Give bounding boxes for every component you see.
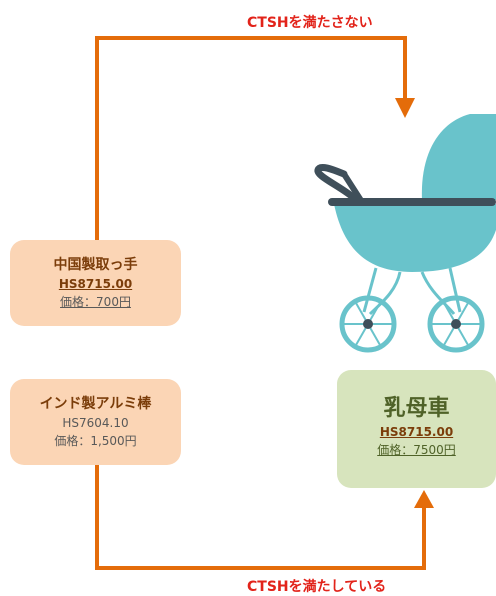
stroller-hs-code: HS8715.00 bbox=[379, 425, 454, 439]
handle-component-box: 中国製取っ手 HS8715.00 価格：700円 bbox=[10, 240, 181, 326]
baby-stroller-icon bbox=[314, 114, 496, 353]
bottom-arrow bbox=[95, 465, 426, 570]
bottom-arrowhead bbox=[414, 490, 434, 508]
aluminum-hs-code: HS7604.10 bbox=[62, 416, 129, 430]
top-arrow bbox=[95, 36, 407, 240]
bottom-label: CTSHを満たしている bbox=[247, 579, 387, 595]
stroller-title: 乳母車 bbox=[383, 396, 450, 421]
aluminum-title: インド製アルミ棒 bbox=[39, 396, 152, 412]
handle-hs-code: HS8715.00 bbox=[58, 277, 133, 291]
wheel-right bbox=[427, 295, 485, 353]
handle-price: 価格：700円 bbox=[60, 295, 131, 309]
stroller-price: 価格：7500円 bbox=[377, 443, 456, 457]
stroller-product-box: 乳母車 HS8715.00 価格：7500円 bbox=[337, 370, 496, 488]
aluminum-component-box: インド製アルミ棒 HS7604.10 価格：1,500円 bbox=[10, 379, 181, 465]
handle-title: 中国製取っ手 bbox=[53, 257, 138, 273]
top-arrowhead bbox=[395, 98, 415, 118]
aluminum-price: 価格：1,500円 bbox=[54, 434, 137, 448]
wheel-left bbox=[339, 295, 397, 353]
top-label: CTSHを満たさない bbox=[247, 15, 373, 31]
